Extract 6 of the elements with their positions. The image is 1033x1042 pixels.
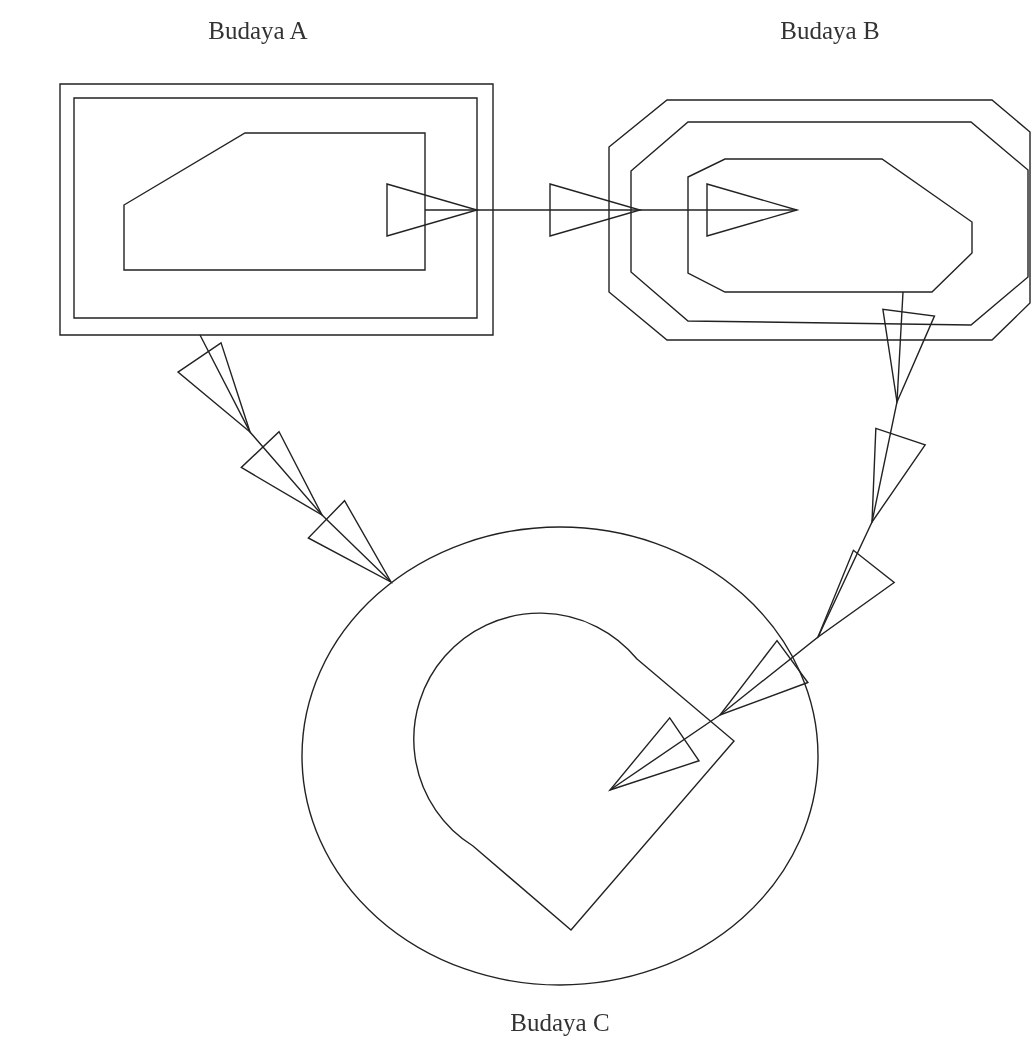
triangle-arrow [386, 183, 800, 237]
triangle-arrow [177, 334, 393, 584]
triangle-arrow [608, 291, 936, 792]
culture-label: Budaya C [510, 1008, 610, 1038]
culture-label: Budaya B [780, 16, 880, 46]
culture-label: Budaya A [208, 16, 308, 46]
